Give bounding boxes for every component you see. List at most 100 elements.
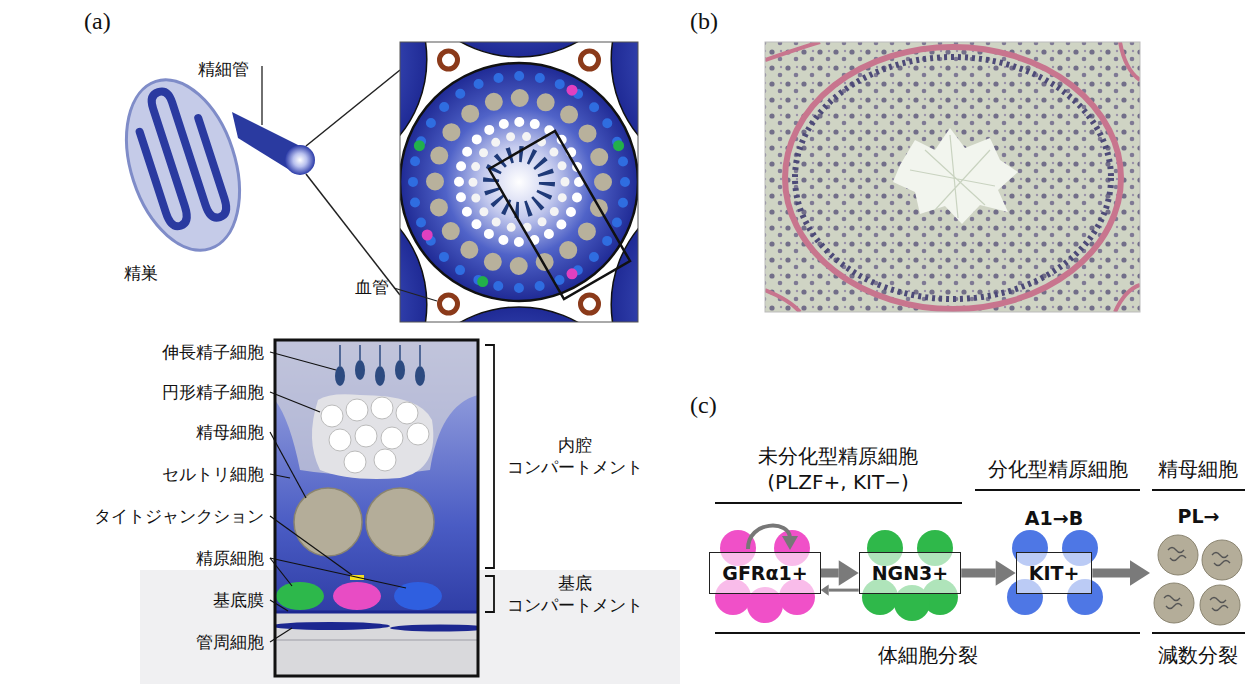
bracket-label: 基底 コンパートメント (500, 572, 650, 616)
zoom-panel-part-part (381, 427, 403, 449)
zoom-panel-part (270, 516, 352, 575)
zoom-panel-part (270, 432, 306, 498)
stage-header: 分化型精原細胞 (973, 456, 1143, 482)
zoom-panel-part-part (407, 423, 429, 445)
zoom-panel-part-part (275, 639, 478, 641)
cell-clusters-part (1154, 583, 1194, 623)
part-label: 精母細胞 (196, 421, 264, 443)
zoom-panel-part-part (294, 488, 362, 556)
tubule-cross-section-part-part (567, 268, 578, 279)
part-label: セルトリ細胞 (162, 463, 264, 485)
arrow-head (996, 560, 1016, 586)
stage-header: 精母細胞 (1148, 456, 1248, 482)
zoom-panel-part-part (275, 622, 390, 630)
tubule-cross-section-part-part (581, 295, 599, 313)
zoom-panel-part-part (321, 405, 343, 427)
histology-photo-part (765, 42, 1140, 312)
zoom-panel-part-part (275, 612, 478, 676)
zoom-panel-part-part (375, 366, 385, 386)
zoom-panel-part (275, 340, 478, 676)
testis-drawing-part (285, 145, 315, 175)
cell-group: PL→ (1150, 505, 1247, 630)
part-label: 精原細胞 (196, 547, 264, 569)
zoom-panel-part-part (390, 625, 478, 632)
zoom-panel-part-part (399, 345, 401, 360)
stage-header: 未分化型精原細胞 (PLZF+, KIT−) (731, 443, 946, 495)
arrow-shaft (821, 568, 839, 577)
tubule-cross-section-part-part (400, 42, 638, 57)
zoom-panel-part (485, 345, 494, 568)
cell-clusters-part (782, 536, 798, 550)
marker-name: NGN3+ (872, 562, 949, 585)
zoom-panel-part-part (346, 399, 368, 421)
arrow-shaft (961, 568, 995, 577)
arrow-head (839, 560, 859, 586)
testis-drawing-part (261, 66, 262, 125)
part-label: 円形精子細胞 (162, 381, 264, 403)
cell-clusters-part (715, 632, 1140, 634)
zoom-panel-part-part (333, 582, 381, 610)
tubule-cross-section-part-part (400, 42, 638, 322)
histology-photo (765, 42, 1140, 312)
zoom-panel-part (140, 570, 680, 684)
tubule-cross-section-part (400, 42, 638, 322)
zoom-panel-part-part (344, 451, 366, 473)
division-label: 減数分裂 (1148, 642, 1248, 668)
tubule-cross-section-part-part (613, 140, 624, 151)
part-label: 基底膜 (213, 589, 264, 611)
zoom-panel-part (270, 352, 336, 370)
histology-photo-part-part (765, 42, 820, 60)
cell-clusters-part (1164, 548, 1230, 611)
histology-photo-part-part (893, 128, 1018, 224)
zoom-panel-part-part (335, 366, 345, 386)
zoom-panel-part (270, 392, 320, 412)
tubule-cross-section-part (489, 131, 630, 299)
marker-name: GFRα1+ (722, 562, 807, 585)
flow-arrow (1092, 560, 1150, 586)
arrow-head (1130, 560, 1150, 586)
marker-box: GFRα1+ (709, 552, 820, 595)
cell-clusters-part (1152, 632, 1245, 634)
cell-clusters-part (1200, 585, 1240, 625)
zoom-panel-part-part (395, 360, 405, 380)
panel-letter: (a) (84, 6, 111, 37)
tubule-cross-section-part-part (567, 85, 578, 96)
histology-photo-part-part (765, 290, 800, 312)
histology-photo-part-part (765, 42, 1140, 312)
part-label: 精細管 (198, 58, 249, 80)
testis-drawing-part (130, 83, 230, 233)
histology-photo-part-part (785, 47, 1121, 309)
part-label: 血管 (355, 276, 389, 298)
zoom-panel-part-part (276, 582, 324, 610)
zoom-panel-part-part (366, 488, 434, 556)
zoom-panel-part-part (275, 611, 478, 614)
flow-arrow (821, 560, 859, 586)
zoom-panel-part-part (355, 360, 365, 380)
arrow-shaft (829, 589, 859, 592)
arrow-shaft (1092, 568, 1130, 577)
zoom-panel-part-part (394, 582, 442, 610)
zoom-panel-part-part (329, 429, 351, 451)
stage-sublabel: PL→ (1150, 505, 1247, 528)
tubule-cross-section-part-part (581, 51, 599, 69)
part-label: 管周細胞 (196, 631, 264, 653)
zoom-panel-part-part (374, 449, 396, 471)
zoom-panel-part (270, 558, 406, 588)
division-label: 体細胞分裂 (853, 642, 1003, 668)
stage-sublabel: A1→B (1025, 507, 1083, 530)
testis-drawing (106, 65, 400, 295)
tubule-cross-section-part-part (440, 51, 458, 69)
bracket-label: 内腔 コンパートメント (500, 434, 650, 478)
zoom-panel-part-part (275, 340, 478, 475)
tubule-cross-section-part (394, 288, 437, 301)
zoom-panel-part (270, 474, 290, 478)
panel-letter: (b) (690, 6, 718, 37)
zoom-panel-part-part (339, 345, 341, 366)
part-label: タイトジャンクション (94, 505, 264, 527)
tubule-cross-section-part-part (414, 140, 425, 151)
zoom-panel-part-part (359, 345, 361, 360)
zoom-panel-part-part (355, 425, 377, 447)
zoom-panel-part (270, 628, 292, 642)
zoom-panel-part (485, 576, 494, 612)
